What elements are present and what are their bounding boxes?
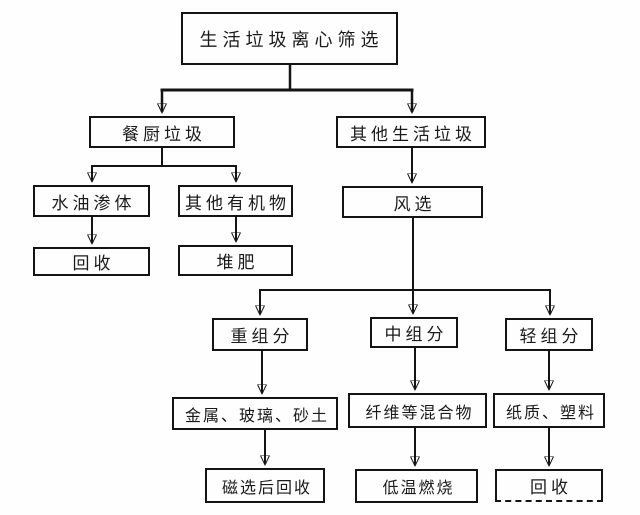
node-magnetic-separation-recycle: 磁选后回收 <box>205 468 325 503</box>
node-root: 生活垃圾离心筛选 <box>181 12 398 65</box>
node-compost: 堆肥 <box>178 245 293 276</box>
node-middle-fraction: 中组分 <box>370 317 458 348</box>
node-kitchen-waste: 餐厨垃圾 <box>89 116 235 148</box>
node-recycle-left: 回收 <box>33 247 150 276</box>
node-other-organics: 其他有机物 <box>178 185 293 217</box>
node-metal-glass-sand: 金属、玻璃、砂土 <box>172 397 338 430</box>
node-light-fraction: 轻组分 <box>505 318 593 351</box>
node-recycle-right: 回收 <box>495 469 603 502</box>
node-water-oil-permeate: 水油渗体 <box>33 185 150 217</box>
node-heavy-fraction: 重组分 <box>212 318 308 351</box>
node-paper-plastic: 纸质、塑料 <box>493 393 605 428</box>
node-fiber-mixture: 纤维等混合物 <box>348 393 487 428</box>
node-air-separation: 风选 <box>342 186 483 218</box>
node-other-household-waste: 其他生活垃圾 <box>336 116 486 148</box>
node-low-temp-combustion: 低温燃烧 <box>355 469 478 503</box>
